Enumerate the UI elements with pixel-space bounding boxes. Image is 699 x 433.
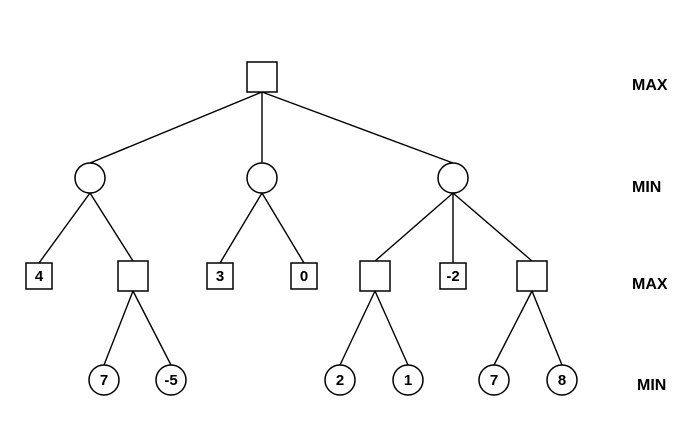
- node-value-label: 0: [300, 268, 308, 285]
- edge-root-to-min-right: [261, 91, 454, 164]
- node-value-label: 1: [404, 372, 412, 389]
- node-leaf-1: 1: [392, 364, 424, 396]
- edge-max-b-to-leaf-2: [339, 290, 376, 366]
- edge-min-middle-to-leaf-0: [261, 192, 305, 264]
- node-value-label: 8: [558, 372, 566, 389]
- node-min-middle: [246, 162, 278, 194]
- node-value-label: 3: [216, 268, 224, 285]
- node-value-label: 7: [490, 372, 498, 389]
- node-min-left: [74, 162, 106, 194]
- level-labels: MAX MIN MAX MIN: [632, 77, 668, 394]
- min-node-circle: [546, 364, 578, 396]
- max-node-square: [117, 260, 149, 292]
- max-node-square: [359, 260, 391, 292]
- node-leaf-neg2: -2: [439, 262, 467, 290]
- edge-root-to-min-left: [89, 91, 263, 164]
- node-root: [246, 61, 278, 93]
- level-label-min-1: MIN: [632, 179, 661, 196]
- node-leaf-7a: 7: [88, 364, 120, 396]
- max-node-square: [206, 262, 234, 290]
- min-node-circle: [324, 364, 356, 396]
- node-leaf-4: 4: [25, 262, 53, 290]
- max-node-square: [439, 262, 467, 290]
- node-value-label: 2: [336, 372, 344, 389]
- edge-min-left-to-max-a: [89, 192, 134, 262]
- edge-max-c-to-leaf-7b: [493, 290, 533, 366]
- edge-min-right-to-max-c: [452, 192, 533, 262]
- min-node-circle: [437, 162, 469, 194]
- node-leaf-7b: 7: [478, 364, 510, 396]
- edge-max-c-to-leaf-8: [531, 290, 563, 366]
- node-leaf-3: 3: [206, 262, 234, 290]
- edge-min-left-to-leaf-4: [38, 192, 91, 264]
- max-node-square: [246, 61, 278, 93]
- edge-min-middle-to-leaf-3: [219, 192, 263, 264]
- min-node-circle: [155, 364, 187, 396]
- edge-max-a-to-leaf-neg5: [132, 290, 172, 366]
- node-leaf-neg5: -5: [155, 364, 187, 396]
- max-node-square: [290, 262, 318, 290]
- level-label-max-1: MAX: [632, 77, 668, 94]
- node-max-b: [359, 260, 391, 292]
- min-node-circle: [88, 364, 120, 396]
- node-value-label: 7: [100, 372, 108, 389]
- node-leaf-2: 2: [324, 364, 356, 396]
- min-node-circle: [392, 364, 424, 396]
- edges-layer: [38, 91, 563, 366]
- level-label-min-2: MIN: [637, 377, 666, 394]
- node-value-label: -5: [164, 372, 177, 389]
- edge-max-b-to-leaf-1: [374, 290, 409, 366]
- node-max-a: [117, 260, 149, 292]
- edge-min-right-to-max-b: [374, 192, 454, 262]
- node-leaf-0: 0: [290, 262, 318, 290]
- node-value-label: -2: [446, 268, 459, 285]
- edge-max-a-to-leaf-7a: [103, 290, 134, 366]
- min-node-circle: [246, 162, 278, 194]
- max-node-square: [25, 262, 53, 290]
- max-node-square: [516, 260, 548, 292]
- nodes-layer: 4 3 0 -2 7 -5 2 1 7 8: [25, 61, 578, 396]
- node-max-c: [516, 260, 548, 292]
- min-node-circle: [478, 364, 510, 396]
- level-label-max-2: MAX: [632, 276, 668, 293]
- node-min-right: [437, 162, 469, 194]
- node-value-label: 4: [35, 268, 44, 285]
- min-node-circle: [74, 162, 106, 194]
- node-leaf-8: 8: [546, 364, 578, 396]
